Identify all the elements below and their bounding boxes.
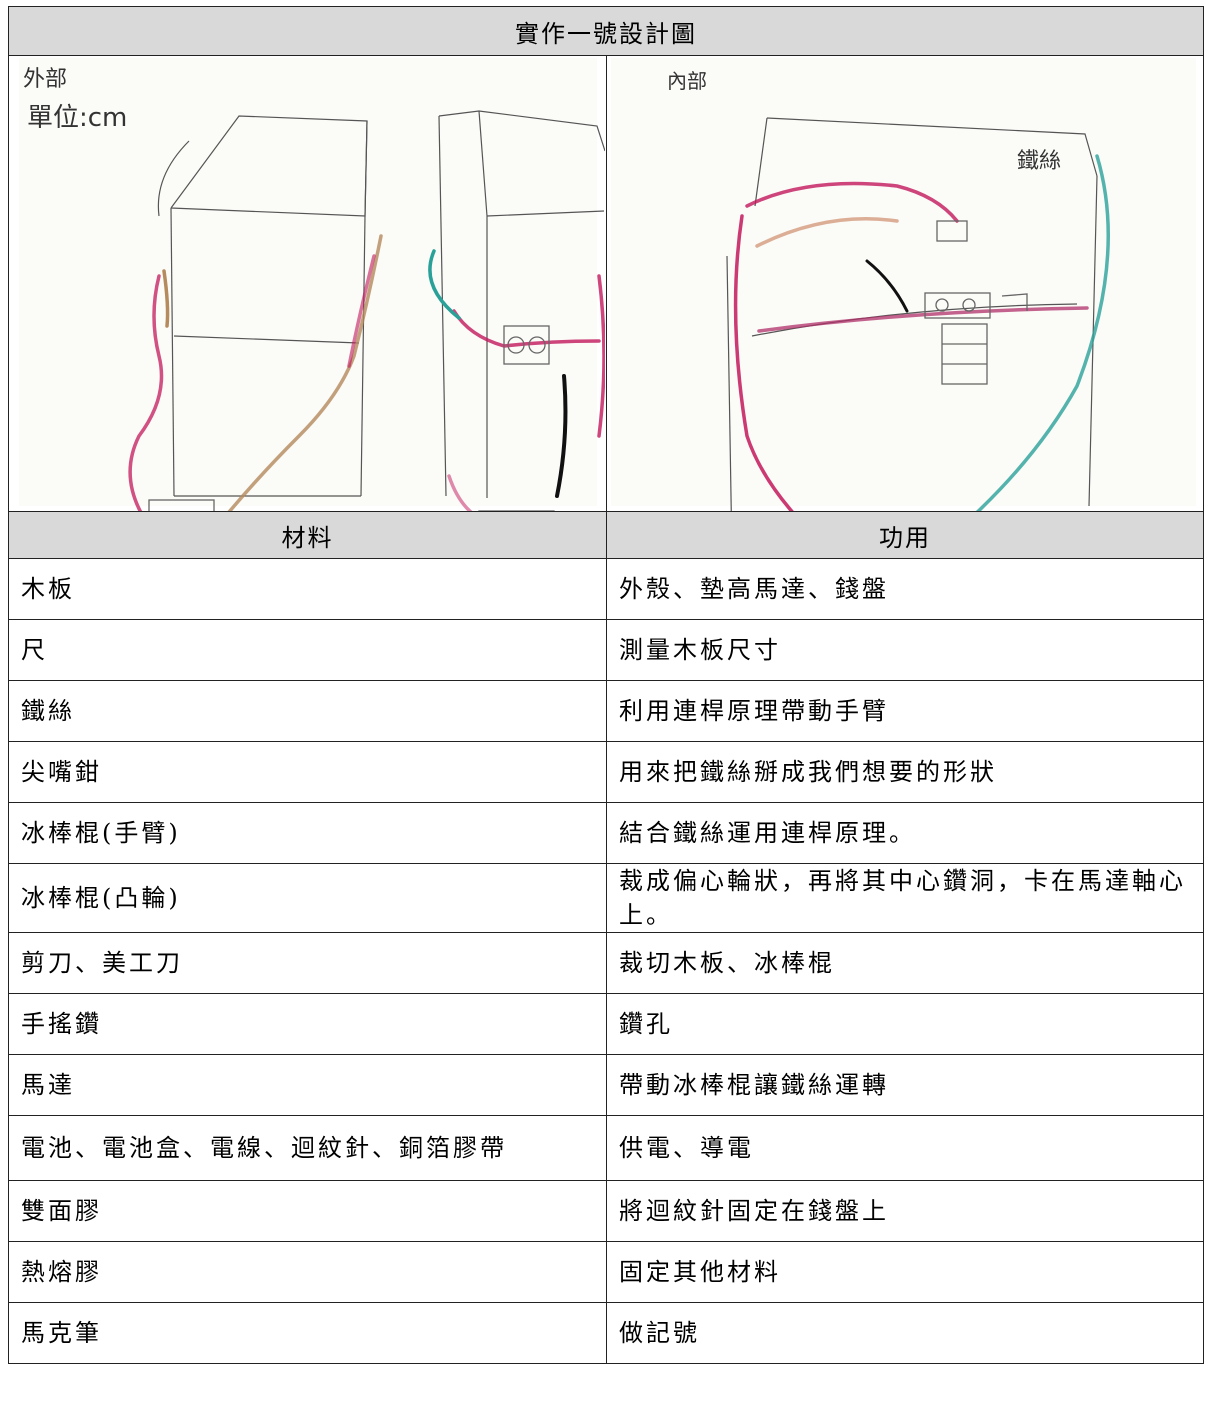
material-cell: 尖嘴鉗	[8, 741, 607, 803]
exterior-sketch: 外部 單位:cm	[8, 55, 607, 512]
function-cell: 做記號	[606, 1302, 1204, 1364]
material-cell: 鐵絲	[8, 680, 607, 742]
function-cell: 外殼、墊高馬達、錢盤	[606, 558, 1204, 620]
material-cell: 尺	[8, 619, 607, 681]
function-cell: 鑽孔	[606, 993, 1204, 1055]
material-cell: 剪刀、美工刀	[8, 932, 607, 994]
exterior-sketch-drawing: 外部 單位:cm	[19, 58, 605, 511]
design-sheet: 實作一號設計圖 外部 單位:cm	[8, 6, 1204, 1364]
design-table: 實作一號設計圖 外部 單位:cm	[8, 6, 1204, 1364]
interior-sketch-drawing: 內部 鐵絲	[611, 58, 1196, 511]
sketch-note-exterior: 外部	[23, 67, 67, 92]
function-cell: 測量木板尺寸	[606, 619, 1204, 681]
column-header-function: 功用	[606, 511, 1204, 559]
function-cell: 固定其他材料	[606, 1241, 1204, 1303]
sketch-note-wire: 鐵絲	[1017, 149, 1061, 174]
material-cell: 馬克筆	[8, 1302, 607, 1364]
sheet-title: 實作一號設計圖	[8, 6, 1204, 56]
material-cell: 手搖鑽	[8, 993, 607, 1055]
function-cell: 將迴紋針固定在錢盤上	[606, 1180, 1204, 1242]
function-cell: 用來把鐵絲掰成我們想要的形狀	[606, 741, 1204, 803]
interior-sketch: 內部 鐵絲	[606, 55, 1204, 512]
material-cell: 馬達	[8, 1054, 607, 1116]
material-cell: 冰棒棍(凸輪)	[8, 863, 607, 933]
sketch-note-interior: 內部	[667, 69, 707, 93]
function-cell: 帶動冰棒棍讓鐵絲運轉	[606, 1054, 1204, 1116]
sketch-note-unit: 單位:cm	[27, 103, 127, 133]
material-cell: 雙面膠	[8, 1180, 607, 1242]
material-cell: 電池、電池盒、電線、迴紋針、銅箔膠帶	[8, 1115, 607, 1181]
function-cell: 供電、導電	[606, 1115, 1204, 1181]
function-cell: 裁成偏心輪狀，再將其中心鑽洞，卡在馬達軸心上。	[606, 863, 1204, 933]
material-cell: 木板	[8, 558, 607, 620]
function-cell: 結合鐵絲運用連桿原理。	[606, 802, 1204, 864]
function-cell: 利用連桿原理帶動手臂	[606, 680, 1204, 742]
function-cell: 裁切木板、冰棒棍	[606, 932, 1204, 994]
column-header-material: 材料	[8, 511, 607, 559]
material-cell: 熱熔膠	[8, 1241, 607, 1303]
material-cell: 冰棒棍(手臂)	[8, 802, 607, 864]
